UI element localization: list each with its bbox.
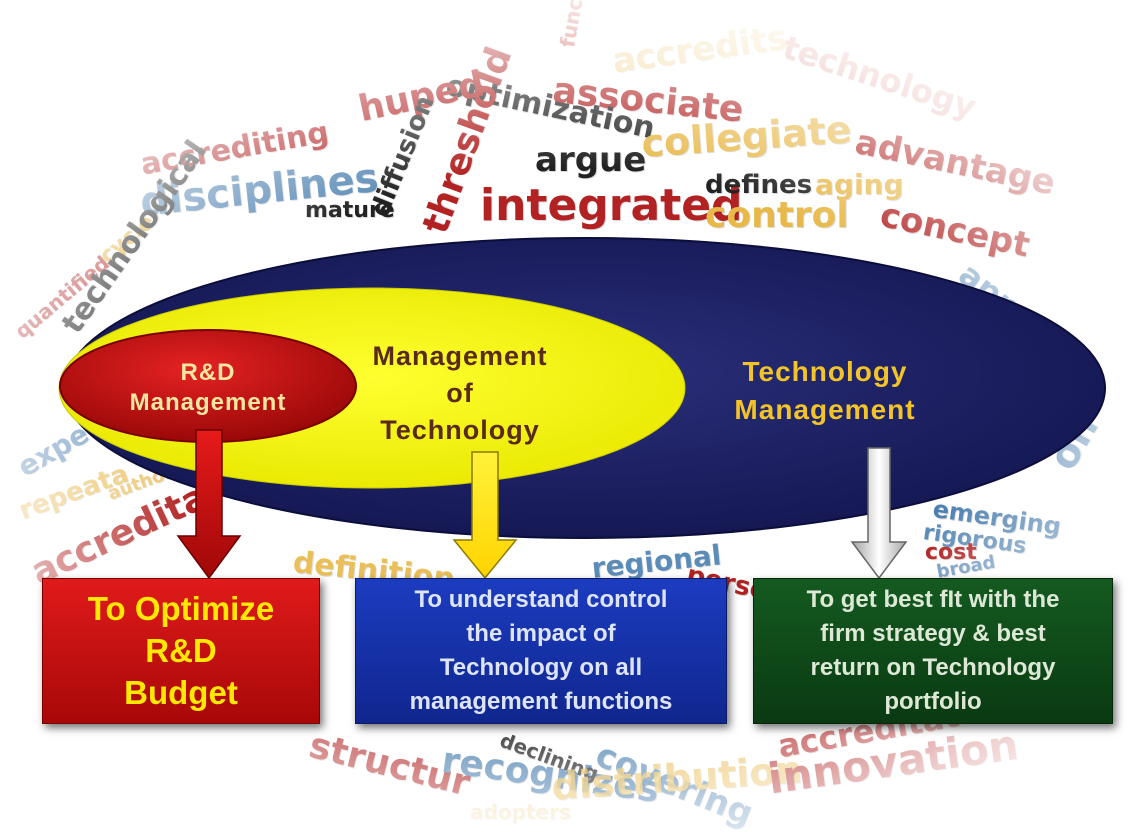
label-management-of-technology: Management of Technology: [372, 341, 548, 445]
arrow-tm: [850, 447, 908, 580]
goal-box-best-fit-text: To get best fIt with the firm strategy &…: [806, 586, 1060, 715]
goal-box-understand-impact: To understand control the impact of Tech…: [355, 578, 727, 724]
goal-box-best-fit: To get best fIt with the firm strategy &…: [753, 578, 1113, 724]
label-rd-management: R&D Management: [129, 359, 287, 416]
goal-box-understand-impact-text: To understand control the impact of Tech…: [409, 586, 673, 715]
label-technology-management: Technology Management: [734, 356, 916, 425]
arrow-mot: [452, 451, 518, 580]
goal-box-optimize-budget: To Optimize R&D Budget: [42, 578, 320, 724]
goal-box-optimize-budget-text: To Optimize R&D Budget: [87, 590, 275, 711]
arrow-rd: [176, 429, 242, 580]
